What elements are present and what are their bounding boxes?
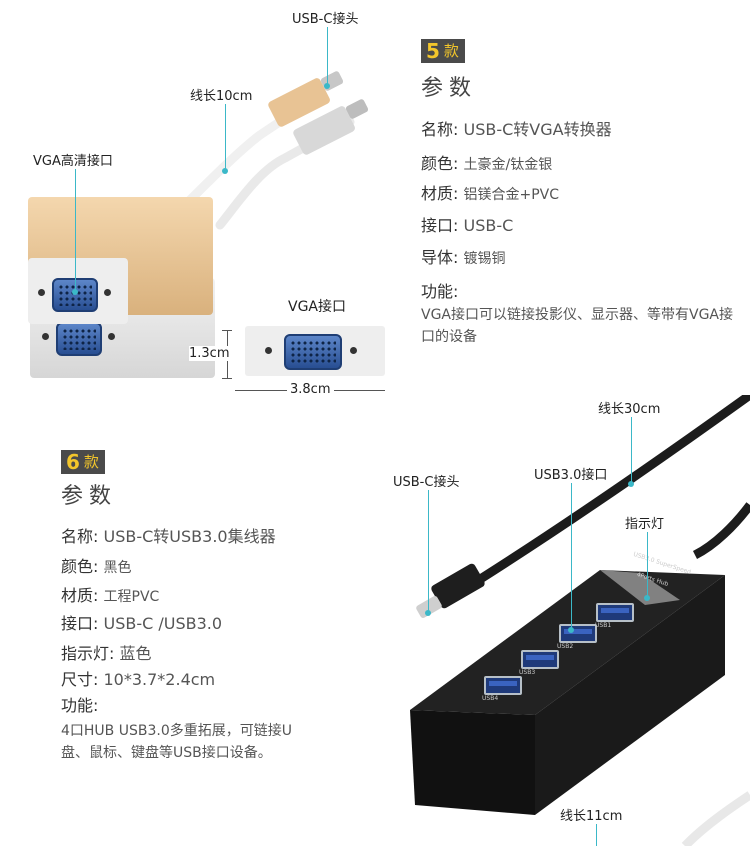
spec-row: 材质: 工程PVC bbox=[61, 586, 160, 605]
vga-port-label: VGA接口 bbox=[288, 299, 347, 315]
callout-cable-30cm: 线长30cm bbox=[598, 402, 661, 417]
param-title: 参数 bbox=[61, 484, 118, 509]
spec-row: 接口: USB-C bbox=[421, 216, 514, 235]
callout-line bbox=[571, 483, 572, 629]
callout-vga-hd: VGA高清接口 bbox=[33, 154, 113, 169]
spec-row: 颜色: 黑色 bbox=[61, 557, 132, 576]
callout-line bbox=[327, 27, 328, 85]
screw bbox=[108, 333, 115, 340]
screw bbox=[265, 347, 272, 354]
callout-cable-11cm: 线长11cm bbox=[560, 809, 623, 824]
spec-row: 材质: 铝镁合金+PVC bbox=[421, 184, 560, 203]
callout-dot bbox=[568, 627, 574, 633]
screw bbox=[38, 289, 45, 296]
usb3-port-2 bbox=[559, 624, 597, 643]
callout-usb3-port: USB3.0接口 bbox=[534, 468, 608, 483]
port-print: USB4 bbox=[482, 695, 499, 702]
spec-row: 颜色: 土豪金/钛金银 bbox=[421, 154, 553, 173]
callout-line bbox=[428, 490, 429, 612]
dimension-height: 1.3cm bbox=[189, 346, 230, 361]
spec-row: 名称: USB-C转VGA转换器 bbox=[421, 120, 612, 139]
usb3-port-3 bbox=[521, 650, 559, 669]
function-label: 功能: bbox=[421, 282, 459, 301]
usb3-port-1 bbox=[596, 603, 634, 622]
callout-dot bbox=[425, 610, 431, 616]
function-label: 功能: bbox=[61, 696, 99, 715]
spec-row: 名称: USB-C转USB3.0集线器 bbox=[61, 527, 276, 546]
spec-row: 导体: 镀锡铜 bbox=[421, 248, 506, 267]
badge-text: 款 bbox=[443, 42, 459, 60]
usb3-port-4 bbox=[484, 676, 522, 695]
usb-hub-illustration bbox=[410, 395, 750, 846]
callout-dot bbox=[72, 289, 78, 295]
callout-line bbox=[647, 532, 648, 597]
function-desc: 4口HUB USB3.0多重拓展，可链接U盘、鼠标、键盘等USB接口设备。 bbox=[61, 723, 292, 761]
callout-dot bbox=[628, 481, 634, 487]
function-desc: VGA接口可以链接投影仪、显示器、等带有VGA接口的设备 bbox=[421, 307, 734, 345]
screw bbox=[104, 289, 111, 296]
dimension-tick bbox=[222, 330, 232, 331]
callout-usbc-head: USB-C接头 bbox=[393, 475, 460, 490]
badge-number: 5 bbox=[426, 39, 440, 63]
callout-dot bbox=[644, 595, 650, 601]
spec-row: 接口: USB-C /USB3.0 bbox=[61, 614, 223, 633]
spec-row: 指示灯: 蓝色 bbox=[61, 644, 152, 663]
callout-dot bbox=[324, 83, 330, 89]
callout-line bbox=[225, 104, 226, 170]
callout-line bbox=[75, 169, 76, 291]
callout-line bbox=[631, 417, 632, 483]
screw bbox=[42, 333, 49, 340]
callout-dot bbox=[222, 168, 228, 174]
port-print: USB3 bbox=[519, 669, 536, 676]
spec-row: 尺寸: 10*3.7*2.4cm bbox=[61, 670, 216, 689]
vga-port-diagram bbox=[284, 334, 342, 370]
dimension-width: 3.8cm bbox=[287, 382, 334, 397]
dimension-tick bbox=[222, 378, 232, 379]
callout-usbc-head: USB-C接头 bbox=[292, 12, 359, 27]
port-print: USB2 bbox=[557, 643, 574, 650]
callout-indicator: 指示灯 bbox=[625, 517, 665, 532]
badge-model-6: 6 款 bbox=[61, 450, 105, 474]
screw bbox=[350, 347, 357, 354]
callout-cable-length: 线长10cm bbox=[190, 89, 253, 104]
port-print: USB1 bbox=[595, 622, 612, 629]
param-title: 参数 bbox=[421, 76, 478, 101]
badge-model-5: 5 款 bbox=[421, 39, 465, 63]
vga-port-silver bbox=[56, 322, 102, 356]
badge-text: 款 bbox=[83, 453, 99, 471]
badge-number: 6 bbox=[66, 450, 80, 474]
callout-line bbox=[596, 824, 597, 846]
